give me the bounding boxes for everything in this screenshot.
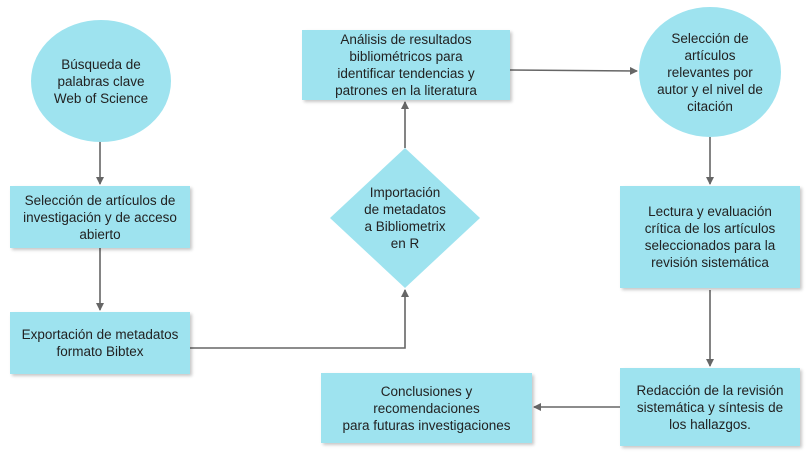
node-conclusiones-recomendaciones: Conclusiones y recomendaciones para futu… — [321, 373, 532, 443]
node-exportacion-metadatos: Exportación de metadatos formato Bibtex — [10, 312, 190, 374]
node-exportacion-label: Exportación de metadatos formato Bibtex — [21, 327, 179, 359]
node-seleccion-articulos-relevantes: Selección de artículos relevantes por au… — [639, 7, 781, 137]
node-analisis-resultados: Análisis de resultados bibliométricos pa… — [302, 30, 510, 100]
arrow-exportacion-to-importacion — [190, 289, 409, 349]
importacion-diamond-shape — [330, 148, 480, 288]
arrow-analisis-to-seleccion-relevantes — [509, 66, 638, 75]
node-analisis-label: Análisis de resultados bibliométricos pa… — [335, 32, 477, 98]
node-redaccion-label: Redacción de la revisión sistemática y s… — [636, 382, 784, 432]
node-lectura-label: Lectura y evaluación crítica de los artí… — [644, 204, 776, 270]
node-busqueda-palabras-clave: Búsqueda de palabras clave Web of Scienc… — [31, 20, 171, 142]
node-conclusiones-label: Conclusiones y recomendaciones para futu… — [342, 383, 511, 433]
node-seleccion-relevantes-label: Selección de artículos relevantes por au… — [657, 30, 763, 114]
node-lectura-evaluacion: Lectura y evaluación crítica de los artí… — [620, 186, 800, 288]
node-seleccion-investigacion-label: Selección de artículos de investigación … — [23, 192, 177, 242]
node-importacion-label: Importación de metadatos a Bibliometrix … — [364, 185, 446, 251]
node-importacion-metadatos: Importación de metadatos a Bibliometrix … — [345, 168, 465, 268]
node-redaccion-revision: Redacción de la revisión sistemática y s… — [620, 368, 800, 446]
node-seleccion-articulos-investigacion: Selección de artículos de investigación … — [10, 186, 190, 248]
node-busqueda-label: Búsqueda de palabras clave Web of Scienc… — [53, 56, 149, 106]
